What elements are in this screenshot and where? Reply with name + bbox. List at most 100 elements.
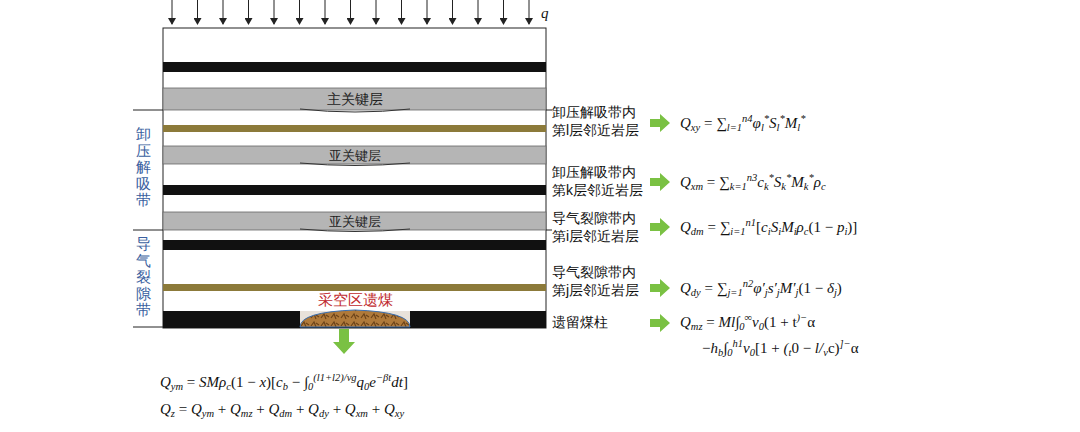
formula-part: = ∑ (700, 115, 727, 131)
zone-label: 导气裂隙带 (136, 236, 151, 319)
load-arrow (197, 0, 198, 24)
load-arrow (325, 0, 326, 24)
load-arrow (452, 0, 453, 24)
formula-part: 0 (308, 381, 313, 392)
formula-part: S (774, 174, 782, 190)
formula-part: j=1 (727, 287, 742, 298)
formula-part: x (259, 374, 266, 390)
formula-part: M′ (780, 280, 796, 296)
formula-part: n2 (743, 278, 754, 289)
formula-part: * (786, 172, 791, 183)
formula: Qym = SMρc(1 − x)[cb − ∫0(l1+l2)/vgq0e−β… (160, 372, 408, 394)
formula-part: ρ (797, 219, 804, 235)
formula-part: k (804, 181, 809, 192)
formula-part: )− (797, 312, 808, 323)
formula-part: n3 (747, 172, 758, 183)
load-arrow (299, 0, 300, 24)
formula-part: ym (202, 408, 214, 419)
load-arrow (427, 0, 428, 24)
formula-part: c (226, 381, 231, 392)
formula-part: δ (827, 280, 834, 296)
formula-part: k (764, 181, 769, 192)
formula: Qdm = ∑i=1n1[ciSiMiρc(1 − pi)] (680, 217, 857, 239)
formula-part: Q (384, 401, 395, 417)
formula-part: k (781, 181, 786, 192)
formula-part: c (821, 181, 826, 192)
stratum-label: 亚关键层 (329, 149, 381, 162)
formula-part: / (819, 340, 823, 356)
key-stratum: 亚关键层 (163, 146, 546, 164)
formula-part: h (710, 340, 718, 356)
formula-part: 0 (739, 321, 744, 332)
formula-part: M (781, 219, 794, 235)
formula-part: 0 (750, 347, 755, 358)
formula-part: (1 − (798, 280, 826, 296)
formula: Qmz = Ml∫0∞v0(1 + t)−α (680, 312, 815, 334)
formula-part: p (837, 219, 845, 235)
formula-part: * (800, 113, 805, 124)
key-stratum: 主关键层 (163, 88, 546, 110)
formula-part: xy (691, 122, 700, 133)
formula-part: ( (783, 340, 788, 356)
formula-part: M (785, 115, 798, 131)
formula-part: ] (403, 374, 408, 390)
formula-part: (l1+l2)/vg (313, 372, 356, 383)
formula-part: xy (395, 408, 404, 419)
formula-part: xm (691, 181, 703, 192)
formula-part: = (703, 314, 719, 330)
formula-part: Q (308, 401, 319, 417)
formula-part: mz (241, 408, 253, 419)
load-symbol: q (541, 4, 549, 22)
formula-part: c) (828, 340, 840, 356)
formula-part: l=1 (727, 122, 742, 133)
formula-part: = ∑ (703, 174, 730, 190)
formula-part: k=1 (730, 181, 747, 192)
formula-part: M (791, 174, 804, 190)
load-arrow (172, 0, 173, 24)
load-arrow (529, 0, 530, 24)
key-stratum: 亚关键层 (163, 212, 546, 230)
formula: Qz = Qym + Qmz + Qdm + Qdy + Qxm + Qxy (160, 400, 404, 421)
formula-part: h1 (733, 338, 744, 349)
formula-part: − (288, 374, 304, 390)
formula-part: * (769, 172, 774, 183)
formula-part: j (765, 287, 768, 298)
layer-label: 导气裂隙带内 第j层邻近岩层 (552, 264, 644, 299)
formula-part: q (541, 5, 549, 21)
load-arrow (401, 0, 402, 24)
formula-part: ∞ (745, 312, 753, 323)
formula-part: l (777, 122, 780, 133)
formula-part: b (718, 347, 723, 358)
load-arrow (248, 0, 249, 24)
formula-part: dm (691, 226, 704, 237)
formula-part: 0 (759, 321, 764, 332)
formula-part: ∫ (723, 340, 727, 356)
stratum-label: 亚关键层 (329, 215, 381, 228)
formula-part: * (780, 113, 785, 124)
formula-part: i (778, 226, 781, 237)
formula-part: v (743, 340, 750, 356)
formula-part: t (792, 314, 796, 330)
formula-part: = (183, 374, 199, 390)
gob-area: 采空区遗煤 (295, 289, 415, 309)
layer-label: 卸压解吸带内 第k层邻近岩层 (552, 164, 644, 199)
formula-part: Q (680, 219, 691, 235)
layer-label: 卸压解吸带内 第l层邻近岩层 (552, 104, 644, 139)
layer-label: 遗留煤柱 (552, 314, 644, 332)
zone-label: 卸压解吸带 (136, 126, 151, 209)
formula-part: c (804, 226, 809, 237)
formula-part: n4 (742, 113, 753, 124)
formula-part: S (769, 115, 777, 131)
formula-part: q (357, 374, 365, 390)
formula-part: + (252, 401, 268, 417)
formula-part: 0 (727, 347, 732, 358)
formula-part: i (768, 226, 771, 237)
formula-part: e (369, 374, 376, 390)
formula-part: t (788, 347, 791, 358)
formula-part: dy (319, 408, 329, 419)
formula-part (789, 314, 793, 330)
formula-part: ρ (814, 174, 821, 190)
formula: Qdy = ∑j=1n2φ′js′jM′j(1 − δj) (680, 278, 842, 300)
